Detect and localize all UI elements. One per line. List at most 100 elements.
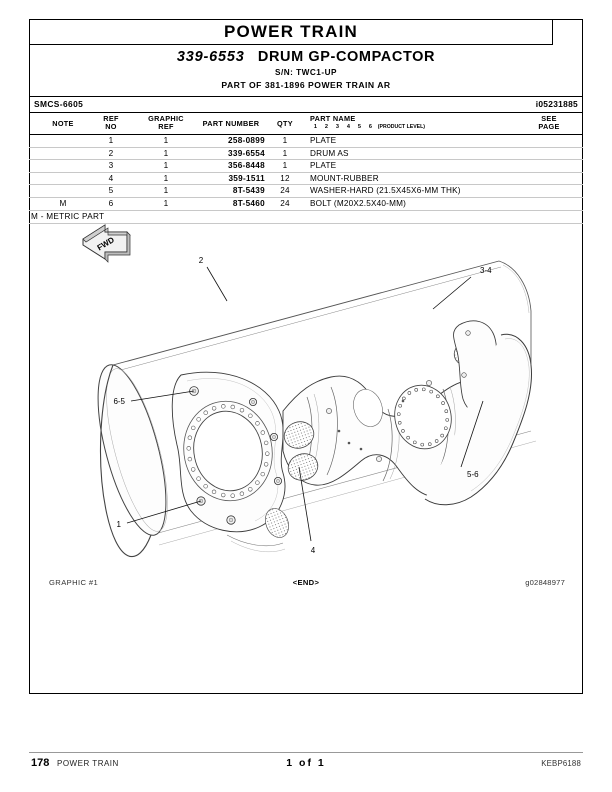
- table-row: 2 1 339-6554 1 DRUM AS: [29, 148, 583, 161]
- cell-part-name: PLATE: [310, 136, 337, 145]
- cell-part-name: PLATE: [310, 161, 337, 171]
- header-see-page-line1: SEE: [541, 114, 557, 123]
- cell-graphic-ref: 1: [163, 148, 169, 158]
- cell-part-number: 8T-5439: [232, 186, 265, 196]
- section-title: POWER TRAIN: [223, 22, 359, 41]
- exploded-view-illustration: FWD: [31, 205, 581, 590]
- title-block: 339-6553 DRUM GP-COMPACTOR S/N: TWC1-UP …: [29, 44, 583, 97]
- cell-qty: 1: [282, 148, 288, 158]
- header-part-name-text: PART NAME: [310, 114, 356, 123]
- cell-part-number: 356-8448: [227, 161, 265, 171]
- manual-id: KEBP6188: [541, 759, 581, 768]
- header-ref-no: REF NO: [91, 114, 131, 132]
- product-level-caption: (PRODUCT LEVEL): [377, 124, 426, 131]
- table-row: 3 1 356-8448 1 PLATE: [29, 160, 583, 173]
- product-level-3: 3: [335, 124, 340, 131]
- page-of: 1 of 1: [286, 757, 326, 769]
- page-number: 178: [31, 757, 50, 769]
- table-row: 1 1 258-0899 1 PLATE: [29, 135, 583, 148]
- header-see-page-line2: PAGE: [538, 122, 560, 132]
- graphic-footer: GRAPHIC #1 <END> g02848977: [29, 578, 583, 592]
- header-note: NOTE: [52, 119, 74, 128]
- smcs-code: SMCS-6605: [34, 99, 84, 109]
- cell-ref-no: 4: [108, 173, 114, 183]
- callout-3-4: 3-4: [480, 266, 492, 275]
- drum-assembly-drawing: FWD: [82, 224, 537, 558]
- header-see-page: SEE PAGE: [521, 114, 577, 132]
- footer-section: POWER TRAIN: [57, 759, 119, 768]
- hub-bolt-circle-mid: [394, 384, 452, 450]
- cell-part-number: 359-1511: [228, 173, 265, 183]
- smcs-row: SMCS-6605 i05231885: [29, 97, 583, 113]
- table-footnote-row: M - METRIC PART: [29, 211, 583, 225]
- cell-qty: 24: [280, 186, 290, 196]
- fwd-arrow-icon: FWD: [82, 224, 131, 263]
- header-qty: QTY: [277, 119, 293, 128]
- table-row: M 6 1 8T-5460 24 BOLT (M20X2.5X40-MM): [29, 198, 583, 211]
- callout-1: 1: [117, 520, 122, 529]
- cell-ref-no: 5: [108, 186, 114, 196]
- cell-graphic-ref: 1: [163, 198, 169, 208]
- callout-5-6: 5-6: [467, 470, 479, 479]
- cell-part-name: WASHER-HARD (21.5X45X6-MM THK): [310, 186, 461, 196]
- callout-4: 4: [311, 546, 316, 555]
- product-level-1: 1: [313, 124, 318, 131]
- table-row: 5 1 8T-5439 24 WASHER-HARD (21.5X45X6-MM THK…: [29, 185, 583, 198]
- parts-table-header: NOTE REF NO GRAPHIC REF PART NUMBER QTY …: [29, 113, 583, 135]
- graphic-id: g02848977: [525, 578, 565, 587]
- hub-bolt-circle-left: [183, 400, 273, 502]
- section-banner: POWER TRAIN: [29, 19, 553, 45]
- product-level-4: 4: [346, 124, 351, 131]
- callout-leaders: [126, 266, 484, 542]
- drum-right-cut-edge: [424, 260, 532, 506]
- end-marker: <END>: [292, 578, 320, 587]
- callout-2: 2: [199, 256, 204, 265]
- document-id: i05231885: [535, 99, 578, 109]
- assembly-heading: 339-6553 DRUM GP-COMPACTOR: [29, 49, 583, 65]
- callout-labels: 2 3-4 6-5 5-6 1 4: [113, 256, 492, 555]
- cell-qty: 1: [282, 136, 288, 145]
- table-row: 4 1 359-1511 12 MOUNT-RUBBER: [29, 173, 583, 186]
- cell-part-number: 339-6554: [227, 148, 265, 158]
- graphic-label: GRAPHIC #1: [49, 578, 99, 587]
- cell-qty: 12: [280, 173, 290, 183]
- drum-left-end: [97, 364, 168, 558]
- cell-qty: 24: [280, 198, 290, 208]
- cell-ref-no: 3: [108, 161, 114, 171]
- cell-note: M: [59, 198, 67, 208]
- product-level-5: 5: [357, 124, 362, 131]
- product-level-6: 6: [368, 124, 373, 131]
- cell-part-name: MOUNT-RUBBER: [310, 173, 379, 183]
- parts-table: NOTE REF NO GRAPHIC REF PART NUMBER QTY …: [29, 113, 583, 225]
- drum-end-plate-left: [171, 371, 286, 533]
- assembly-part-number: 339-6553: [176, 49, 245, 65]
- cell-ref-no: 1: [108, 136, 114, 145]
- cell-graphic-ref: 1: [163, 173, 169, 183]
- header-graphic-ref-line1: GRAPHIC: [148, 114, 184, 123]
- cell-qty: 1: [282, 161, 288, 171]
- header-graphic-ref-line2: REF: [158, 122, 174, 132]
- cell-part-name: BOLT (M20X2.5X40-MM): [310, 198, 407, 208]
- cell-graphic-ref: 1: [163, 186, 169, 196]
- header-ref-no-line2: NO: [105, 122, 117, 132]
- serial-number-range: S/N: TWC1-UP: [275, 68, 337, 77]
- cell-part-number: 8T-5460: [232, 198, 265, 208]
- header-graphic-ref: GRAPHIC REF: [135, 114, 197, 132]
- parent-assembly: PART OF 381-1896 POWER TRAIN AR: [221, 80, 391, 90]
- header-ref-no-line1: REF: [103, 114, 119, 123]
- cell-part-number: 258-0899: [227, 136, 265, 145]
- metric-footnote: M - METRIC PART: [31, 211, 105, 221]
- cell-ref-no: 2: [108, 148, 114, 158]
- assembly-part-name: DRUM GP-COMPACTOR: [257, 49, 436, 65]
- cell-part-name: DRUM AS: [310, 148, 349, 158]
- product-level-2: 2: [324, 124, 329, 131]
- header-part-number: PART NUMBER: [202, 119, 260, 128]
- cell-graphic-ref: 1: [163, 136, 169, 145]
- callout-6-5: 6-5: [113, 397, 125, 406]
- cell-ref-no: 6: [108, 198, 114, 208]
- cell-graphic-ref: 1: [163, 161, 169, 171]
